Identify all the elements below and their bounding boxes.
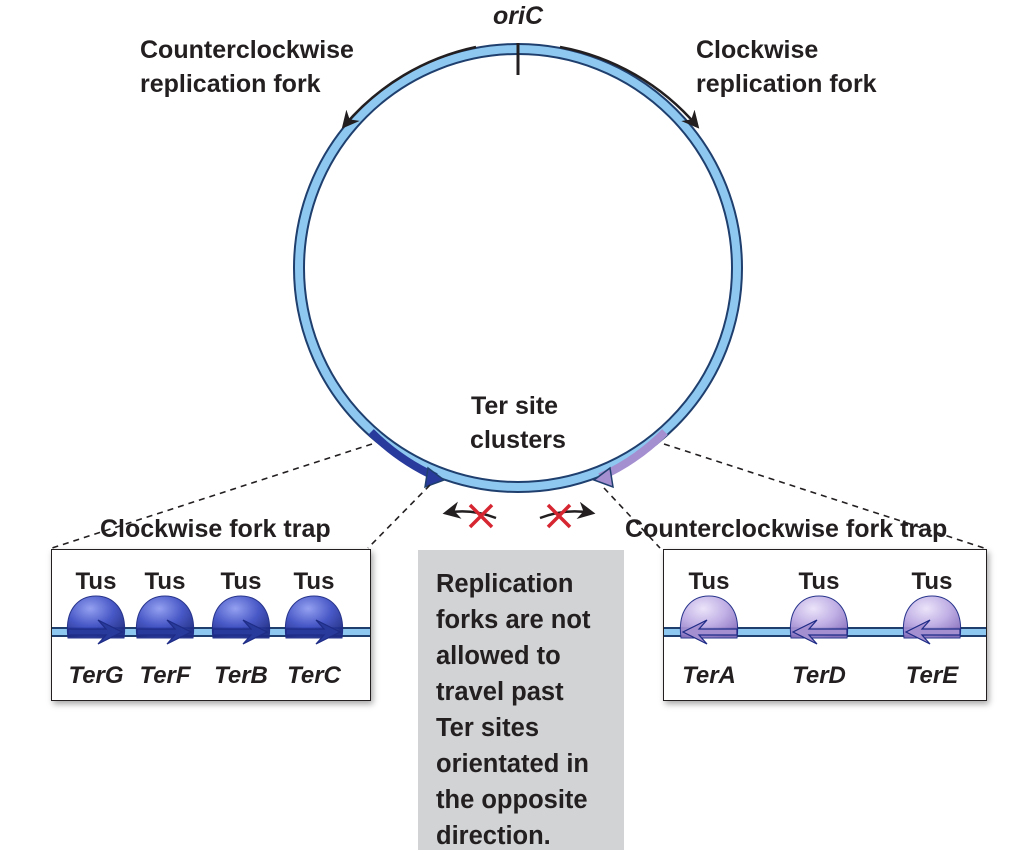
counterclockwise-tus-label: Tus (689, 568, 730, 595)
clockwise-ter-site-label: TerB (214, 662, 268, 689)
counterclockwise-ter-arrowhead-icon (592, 466, 614, 489)
chromosome-circle (293, 43, 743, 493)
ter-cluster-arcs (368, 429, 668, 489)
ter-cluster-label: Ter site clusters (470, 392, 566, 454)
clockwise-ter-arrowhead-icon (424, 466, 446, 489)
ter-cluster-line-1: Ter site (471, 392, 558, 420)
clockwise-tus-label: Tus (145, 568, 186, 595)
clockwise-ter-site-arrow-icon (67, 619, 124, 645)
clockwise-ter-site-arrow-icon (136, 619, 193, 645)
blocked-forks (442, 501, 596, 529)
counterclockwise-ter-site-label: TerA (682, 662, 736, 689)
blocked-x-right-icon (546, 503, 572, 529)
clockwise-ter-site-label: TerG (68, 662, 123, 689)
counterclockwise-ter-site-arrow-icon (681, 619, 738, 645)
counterclockwise-ter-site-label: TerD (792, 662, 846, 689)
counterclockwise-tus-label: Tus (799, 568, 840, 595)
clockwise-tus-label: Tus (221, 568, 262, 595)
counterclockwise-fork-arrow (341, 45, 477, 129)
clockwise-fork-label: Clockwise replication fork (696, 36, 877, 98)
ter-cluster-line-2: clusters (470, 426, 566, 454)
counterclockwise-ter-site-arrow-icon (904, 619, 961, 645)
counterclockwise-tus-proteins (679, 595, 962, 645)
explanation-note: Replication forks are not allowed to tra… (418, 550, 624, 850)
callout-lines (51, 443, 985, 549)
clockwise-fork-arrow (559, 45, 700, 129)
counterclockwise-ter-site-arrow-icon (791, 619, 848, 645)
clockwise-tus-proteins (66, 595, 344, 645)
counterclockwise-fork-label: Counterclockwise replication fork (140, 36, 361, 98)
blocked-arrow-left (442, 501, 497, 520)
clockwise-ter-site-arrow-icon (285, 619, 342, 645)
cw-fork-line-1: Clockwise (696, 36, 818, 64)
clockwise-trap-title: Clockwise fork trap (100, 515, 331, 543)
clockwise-ter-site-arrow-icon (212, 619, 269, 645)
clockwise-ter-site-label: TerC (287, 662, 341, 689)
clockwise-ter-site-label: TerF (139, 662, 191, 689)
clockwise-tus-label: Tus (76, 568, 117, 595)
ccw-fork-line-1: Counterclockwise (140, 36, 354, 64)
ccw-fork-line-2: replication fork (140, 70, 321, 98)
counterclockwise-trap-title: Counterclockwise fork trap (625, 515, 947, 543)
counterclockwise-tus-label: Tus (912, 568, 953, 595)
blocked-arrow-right (539, 501, 596, 520)
explanation-text: Replication forks are not allowed to tra… (436, 570, 591, 850)
oric-label: oriC (493, 2, 544, 30)
cw-fork-line-2: replication fork (696, 70, 877, 98)
clockwise-tus-label: Tus (294, 568, 335, 595)
counterclockwise-ter-site-label: TerE (906, 662, 959, 689)
blocked-x-left-icon (468, 503, 494, 529)
